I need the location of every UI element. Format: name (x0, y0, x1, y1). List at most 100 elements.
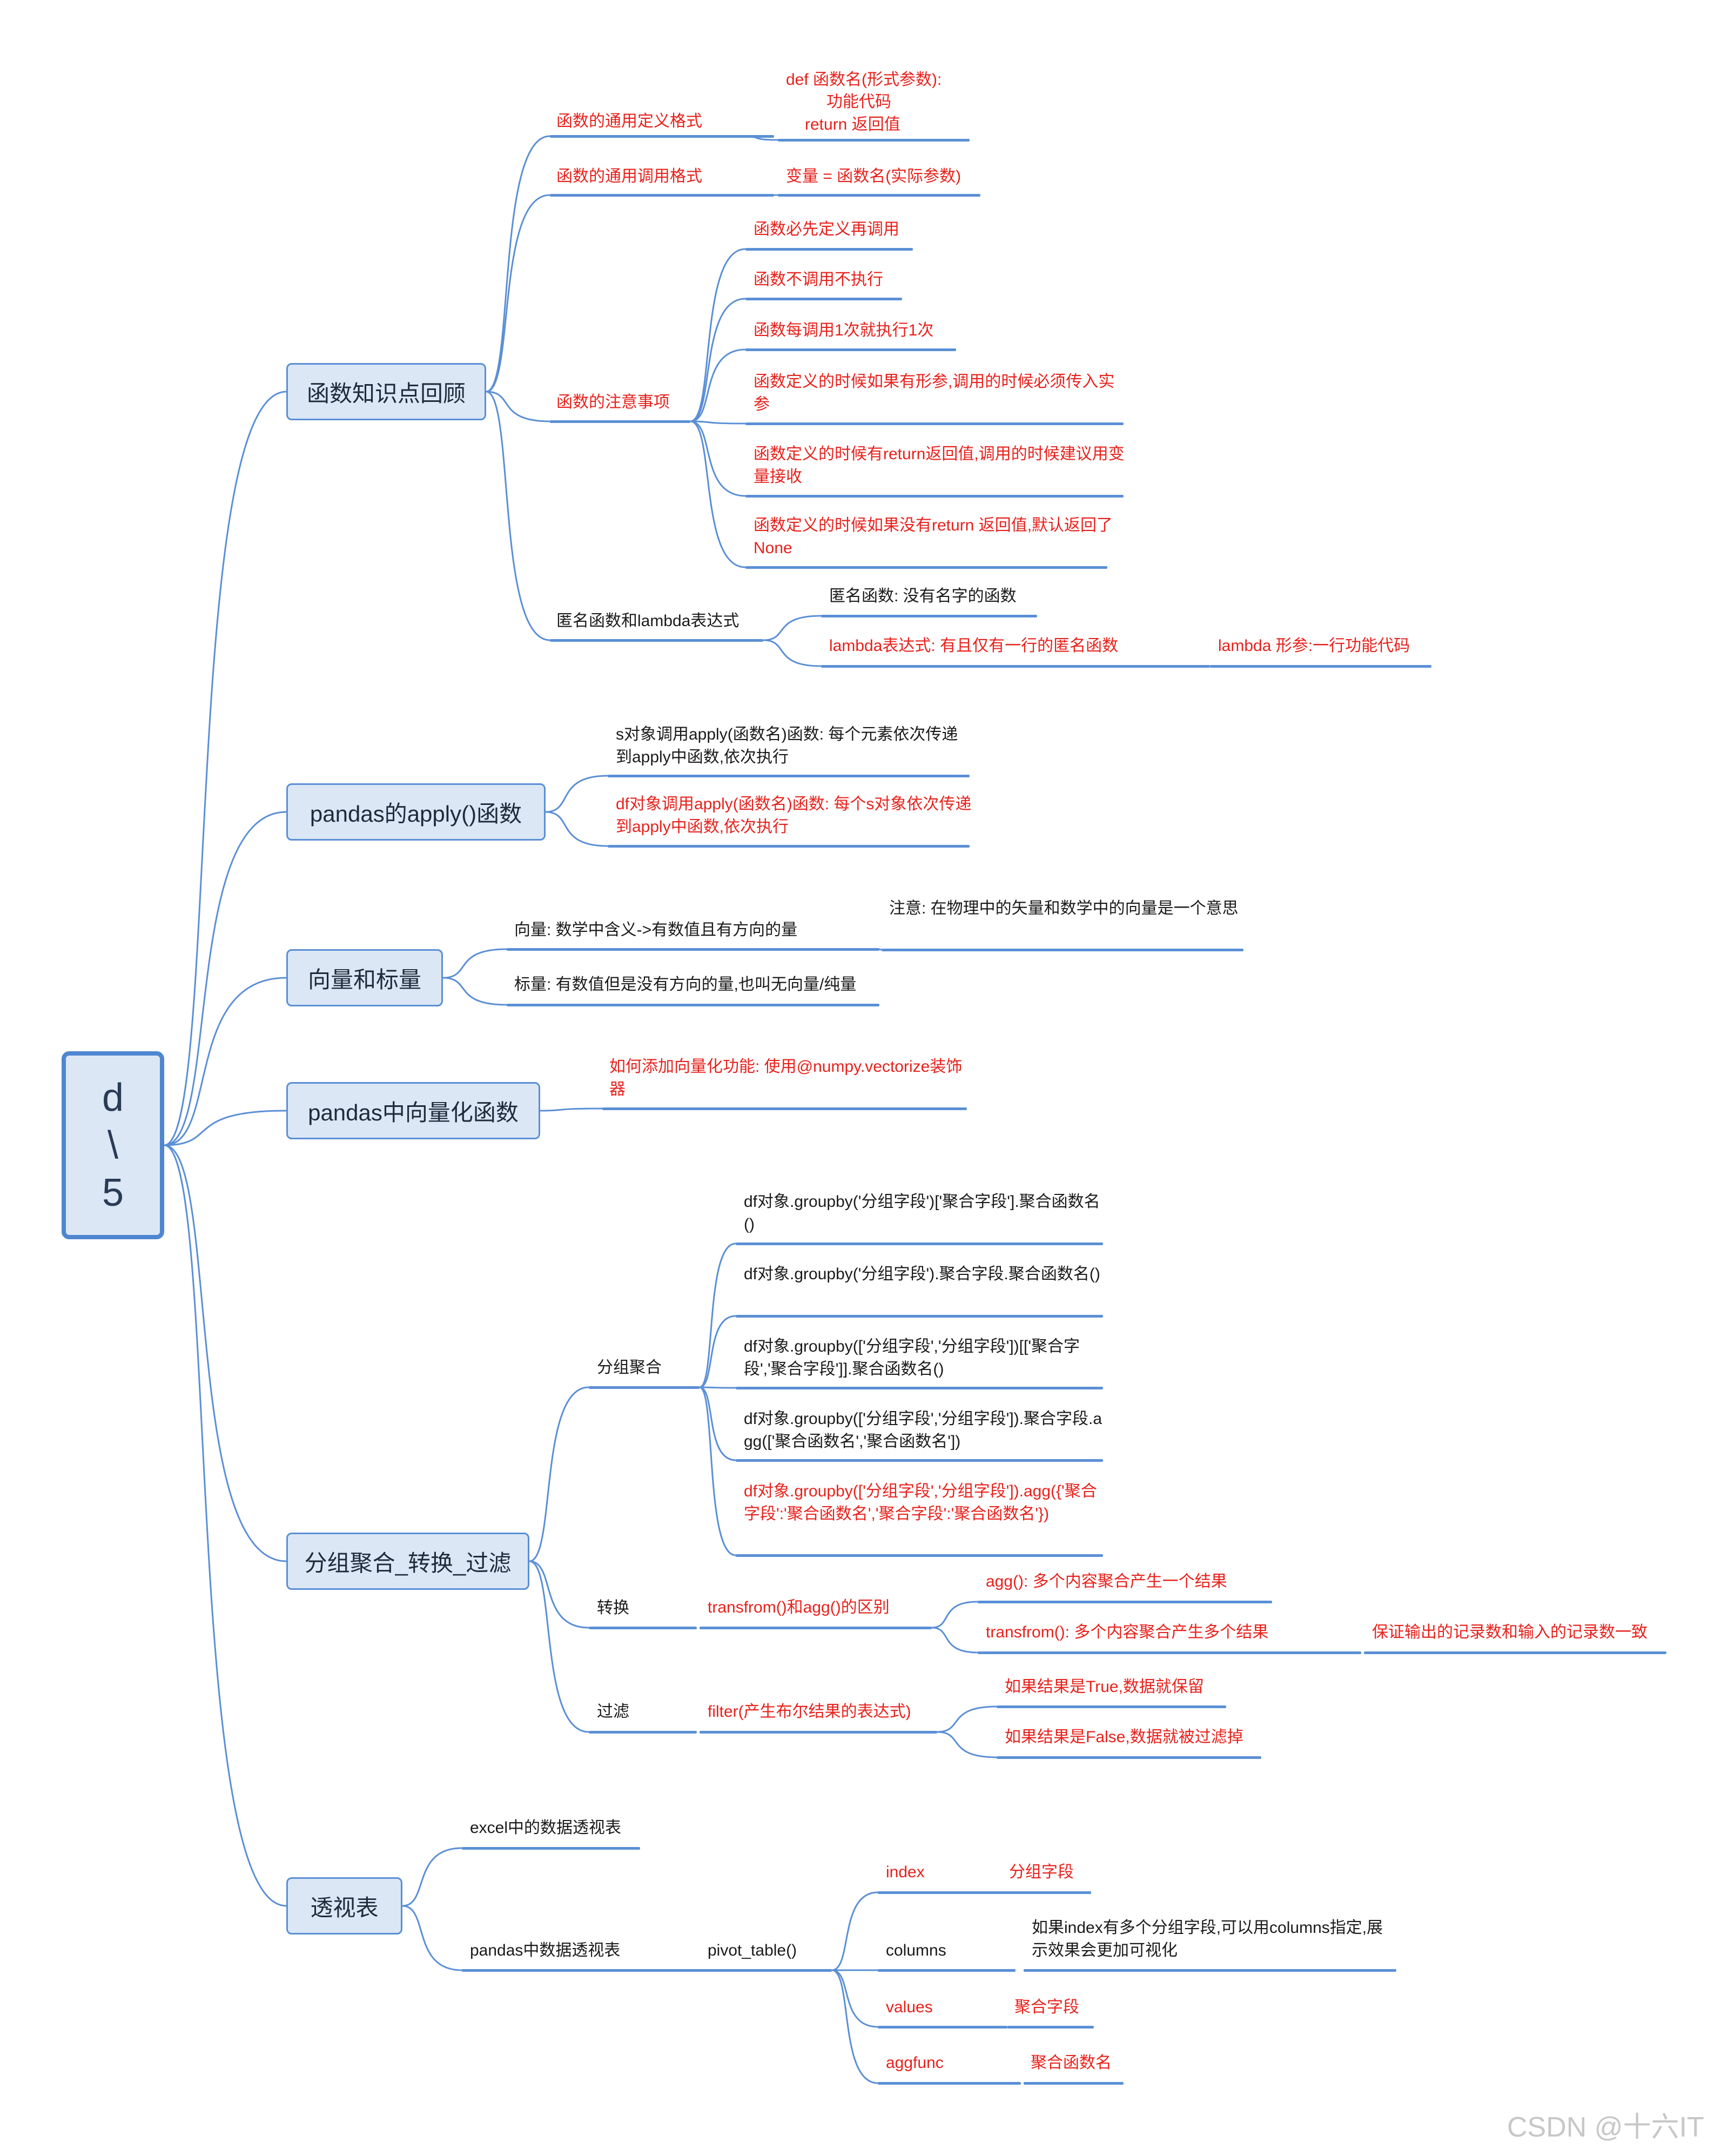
vector-note: 注意: 在物理中的矢量和数学中的向量是一个意思 (889, 899, 1239, 917)
root-line-1: d (102, 1076, 124, 1119)
underline-param-values-desc (1007, 2026, 1094, 2029)
apply-series-item: s对象调用apply(函数名)函数: 每个元素依次传递到apply中函数,依次执… (616, 726, 958, 766)
pivot-table-function: pivot_table() (708, 1942, 797, 1959)
root-line-2: \ (107, 1124, 118, 1167)
param-index: index (886, 1863, 925, 1881)
topic-pivot-table[interactable]: 透视表 (286, 1877, 402, 1935)
b5-group-link-4 (699, 1386, 736, 1461)
underline-def-code (778, 139, 970, 142)
underline-note-6 (745, 566, 1107, 569)
b1-notes-link-4 (690, 420, 746, 425)
b1-link-3 (486, 391, 550, 422)
topic-pandas-apply[interactable]: pandas的apply()函数 (286, 783, 546, 841)
b5-group-link-5 (699, 1386, 736, 1556)
underline-param-columns (878, 1969, 1016, 1972)
topic-vector-scalar[interactable]: 向量和标量 (286, 949, 443, 1006)
label-transform: 转换 (597, 1599, 629, 1617)
def-code-line-2: 功能代码 (826, 93, 891, 111)
param-columns: columns (886, 1942, 946, 1959)
agg-desc: agg(): 多个内容聚合产生一个结果 (986, 1573, 1227, 1590)
vectorize-item: 如何添加向量化功能: 使用@numpy.vectorize装饰器 (609, 1058, 963, 1098)
pandas-pivot: pandas中数据透视表 (470, 1942, 621, 1959)
topic-group-transform-filter[interactable]: 分组聚合_转换_过滤 (286, 1533, 529, 1590)
root-link-2 (164, 811, 287, 1146)
label-group-agg: 分组聚合 (597, 1359, 662, 1376)
note-item-3: 函数每调用1次就执行1次 (754, 321, 934, 339)
underline-call-code (778, 194, 980, 197)
label-call-format: 函数的通用调用格式 (556, 167, 702, 185)
watermark: CSDN @十六IT (1507, 2112, 1704, 2143)
underline-lambda (550, 639, 763, 642)
underline-notes (550, 420, 690, 423)
underline-vector (507, 948, 879, 951)
underline-note-5 (745, 495, 1124, 498)
underline-note-1 (745, 248, 913, 251)
param-values: values (886, 1998, 933, 2016)
b4-link (540, 1107, 603, 1112)
underline-lambda-syntax (1210, 665, 1431, 668)
underline-filter-false (997, 1756, 1261, 1759)
underline-scalar (507, 1004, 879, 1006)
topic-pandas-vectorize[interactable]: pandas中向量化函数 (286, 1082, 540, 1139)
underline-excel-pivot (462, 1847, 640, 1850)
b1-notes-link-3 (690, 348, 746, 422)
b1-link-4 (486, 391, 550, 641)
filter-true: 如果结果是True,数据就保留 (1005, 1678, 1204, 1696)
b3-note-link (879, 948, 882, 951)
b5-link-1 (529, 1386, 589, 1562)
underline-apply-dataframe (608, 845, 970, 848)
lambda-expr: lambda表达式: 有且仅有一行的匿名函数 (829, 637, 1119, 655)
b1-notes-link-2 (690, 298, 746, 422)
groupby-item-5: df对象.groupby(['分组字段','分组字段']).agg({'聚合字段… (744, 1482, 1097, 1523)
groupby-item-1: df对象.groupby('分组字段')['聚合字段'].聚合函数名() (744, 1193, 1100, 1233)
filter-false: 如果结果是False,数据就被过滤掉 (1005, 1728, 1243, 1746)
underline-filter (589, 1731, 697, 1734)
underline-param-values (878, 2026, 1007, 2029)
underline-param-index-desc (1002, 1891, 1091, 1894)
anon-function: 匿名函数: 没有名字的函数 (829, 587, 1017, 605)
lambda-syntax: lambda 形参:一行功能代码 (1218, 637, 1410, 655)
root-node[interactable]: d \ 5 (62, 1051, 164, 1239)
groupby-item-4: df对象.groupby(['分组字段','分组字段']).聚合字段.agg([… (744, 1410, 1102, 1450)
param-aggfunc: aggfunc (886, 2054, 944, 2072)
underline-vectorize (602, 1107, 967, 1110)
excel-pivot: excel中的数据透视表 (470, 1819, 622, 1837)
underline-transform-vs-agg (700, 1627, 932, 1629)
groupby-item-2: df对象.groupby('分组字段').聚合字段.聚合函数名() (744, 1265, 1100, 1283)
underline-groupby-2 (736, 1315, 1103, 1318)
topic-function-review[interactable]: 函数知识点回顾 (286, 363, 486, 420)
underline-vector-note (882, 949, 1243, 951)
underline-pandas-pivot (462, 1969, 705, 1972)
transform-vs-agg: transfrom()和agg()的区别 (708, 1598, 890, 1616)
label-lambda: 匿名函数和lambda表达式 (556, 612, 739, 630)
underline-transform-note (1364, 1651, 1666, 1654)
underline-groupby-1 (736, 1242, 1103, 1245)
underline-groupby-3 (736, 1387, 1103, 1389)
underline-param-columns-desc (1024, 1969, 1396, 1972)
label-filter: 过滤 (597, 1703, 629, 1721)
underline-anon-function (821, 615, 1037, 617)
root-link-1 (164, 391, 287, 1146)
def-code-line-1: def 函数名(形式参数): (786, 71, 942, 89)
apply-dataframe-item: df对象调用apply(函数名)函数: 每个s对象依次传递到apply中函数,依… (616, 795, 972, 836)
transform-desc: transfrom(): 多个内容聚合产生多个结果 (986, 1623, 1269, 1641)
underline-call-format (550, 194, 774, 197)
b6-params-link-1 (831, 1891, 878, 1971)
root-link-5 (164, 1144, 287, 1562)
note-item-1: 函数必先定义再调用 (754, 220, 899, 238)
underline-apply-series (608, 775, 970, 777)
b5-link-3 (529, 1560, 589, 1733)
root-link-4 (164, 1110, 287, 1146)
underline-lambda-expr (821, 665, 1210, 668)
underline-groupby-5 (736, 1554, 1103, 1557)
groupby-item-3: df对象.groupby(['分组字段','分组字段'])[['聚合字段','聚… (744, 1338, 1080, 1378)
underline-def-format (550, 135, 774, 138)
b1-lambda-link-2 (763, 639, 822, 667)
b6-link-2 (402, 1905, 462, 1971)
call-code: 变量 = 函数名(实际参数) (786, 167, 961, 185)
underline-agg-desc (978, 1601, 1272, 1603)
b6-params-link-3 (831, 1969, 878, 2028)
param-values-desc: 聚合字段 (1014, 1998, 1079, 2016)
b2-link-2 (545, 811, 608, 847)
